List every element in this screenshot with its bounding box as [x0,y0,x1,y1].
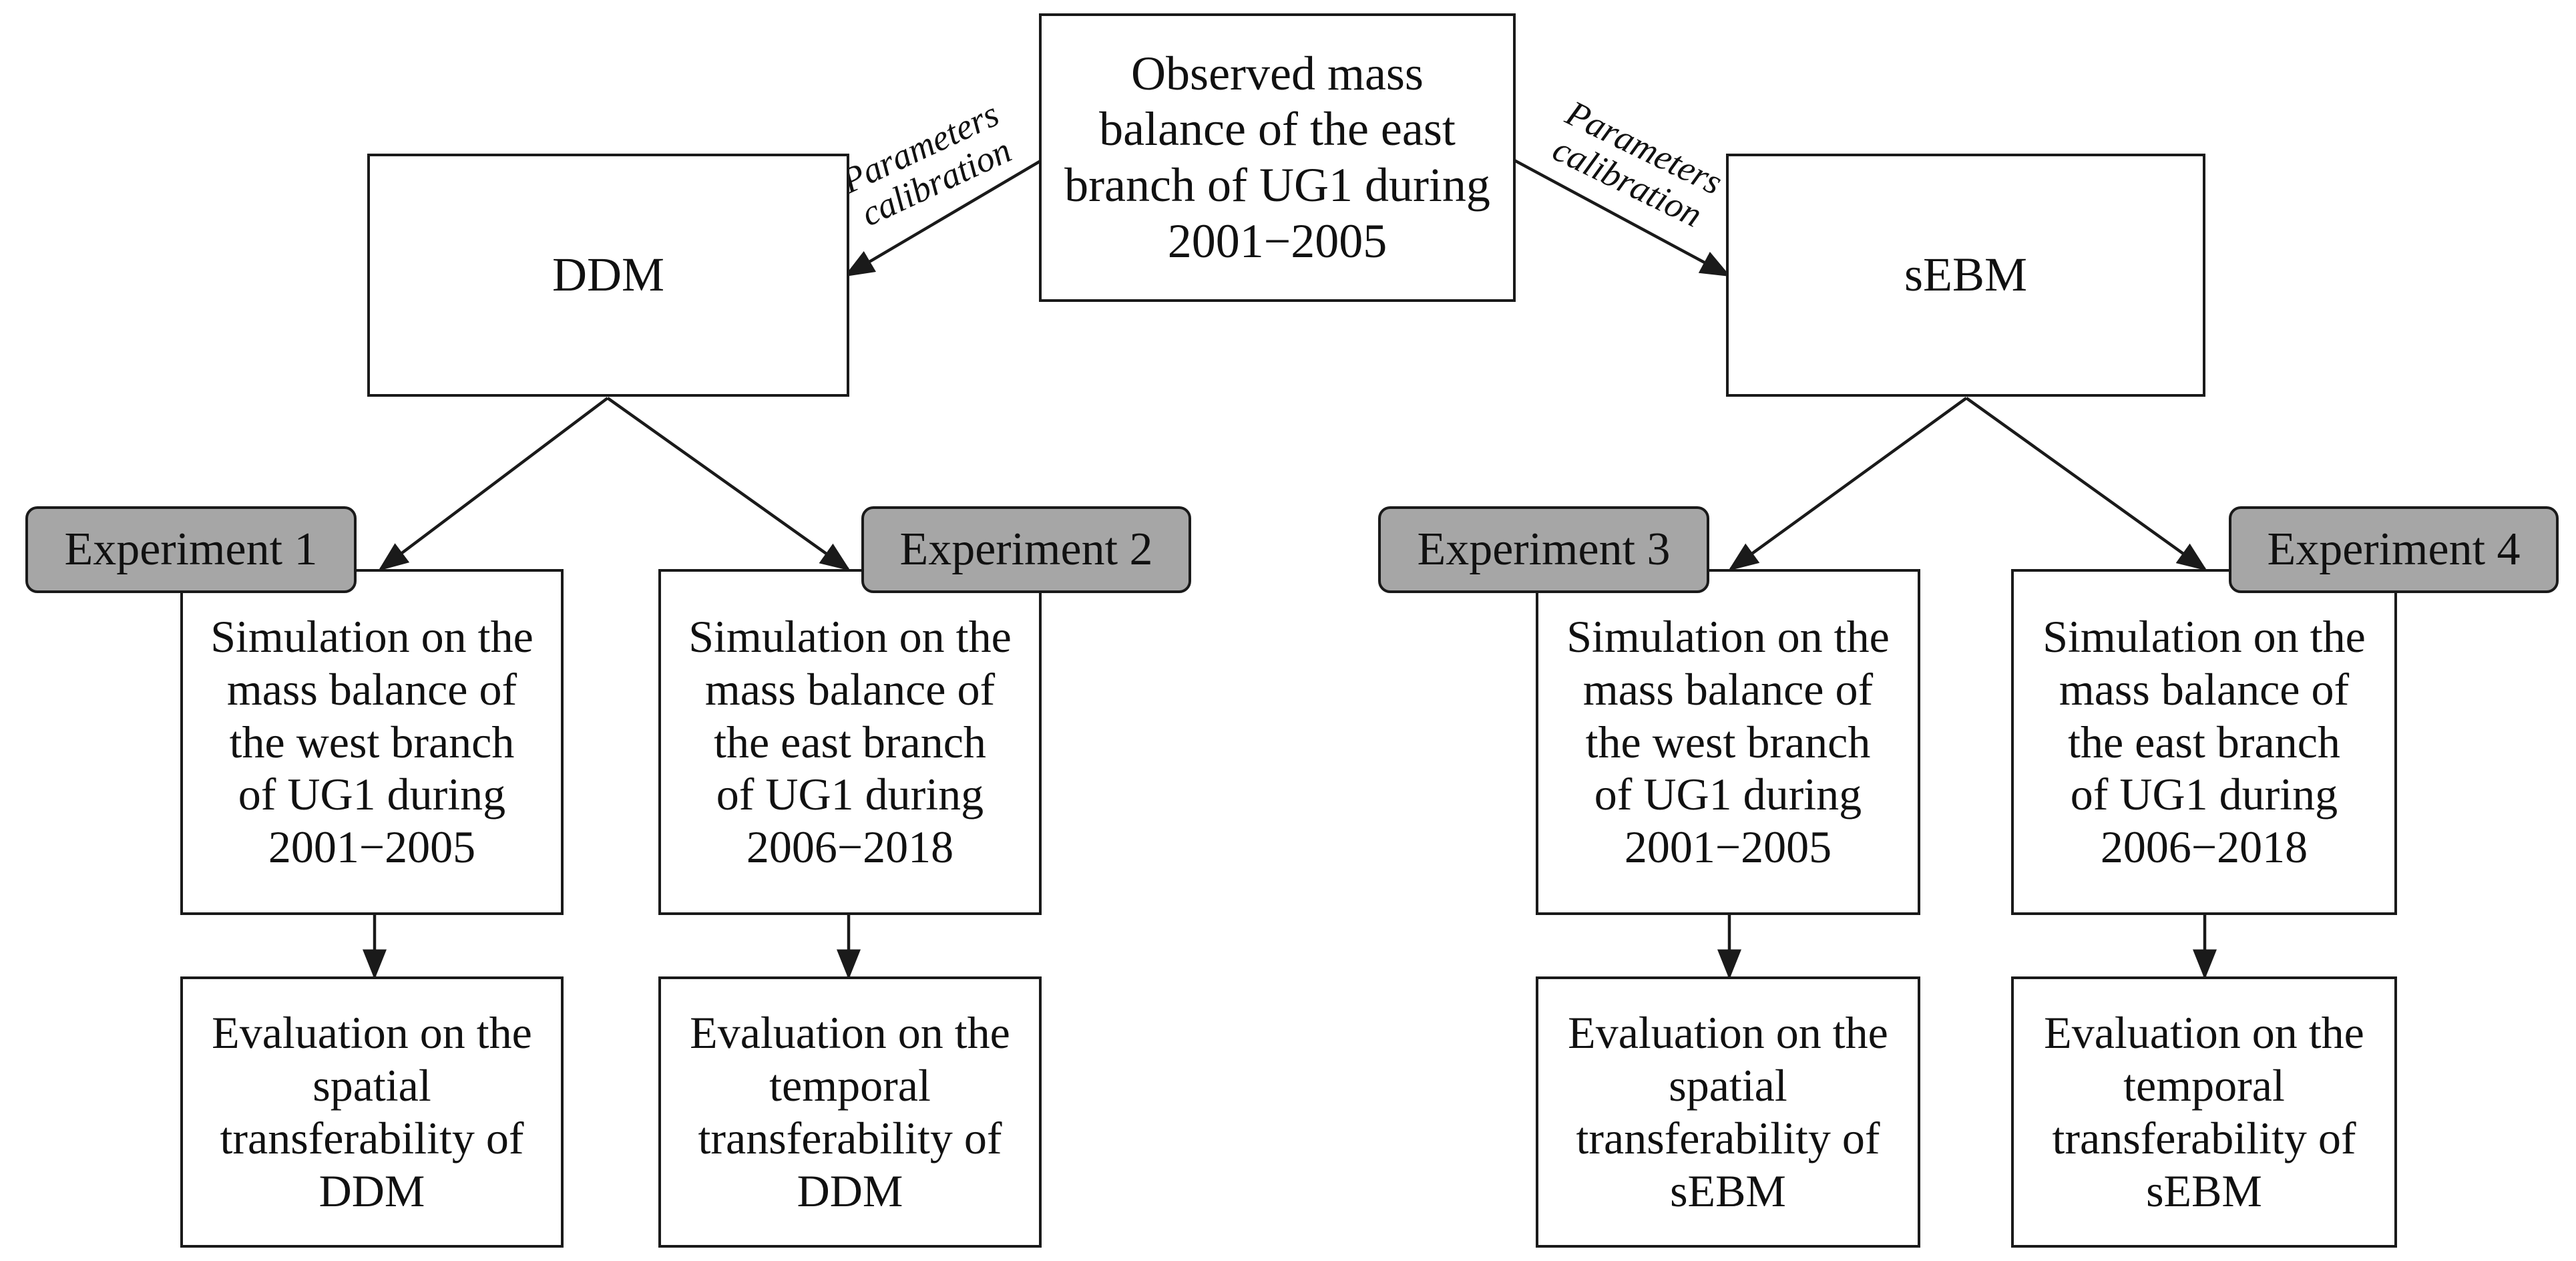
evaluation-box-exp2: Evaluation on the temporal transferabili… [658,976,1042,1248]
evaluation-text-exp1: Evaluation on the spatial transferabilit… [212,1007,532,1216]
evaluation-text-exp4: Evaluation on the temporal transferabili… [2044,1007,2364,1216]
evaluation-text-exp3: Evaluation on the spatial transferabilit… [1568,1007,1888,1216]
simulation-box-exp3: Simulation on the mass balance of the we… [1536,569,1920,915]
evaluation-box-exp3: Evaluation on the spatial transferabilit… [1536,976,1920,1248]
simulation-text-exp2: Simulation on the mass balance of the ea… [688,610,1012,873]
arrow-ddm-to-exp1 [378,397,609,571]
evaluation-box-exp4: Evaluation on the temporal transferabili… [2011,976,2397,1248]
arrow-ddm-to-exp2 [606,397,851,571]
arrow-sebm-to-exp4 [1965,397,2207,571]
simulation-box-exp4: Simulation on the mass balance of the ea… [2011,569,2397,915]
calibration-arrow-sebm [1513,159,1731,277]
simulation-text-exp4: Simulation on the mass balance of the ea… [2043,610,2366,873]
evaluation-text-exp2: Evaluation on the temporal transferabili… [690,1007,1010,1216]
calibration-arrow-ddm [844,159,1043,277]
arrow-sebm-to-exp3 [1728,397,1968,571]
experiment-2-label: Experiment 2 [861,506,1191,593]
experiment-3-label: Experiment 3 [1378,506,1709,593]
sebm-model-label: sEBM [1904,248,2028,302]
simulation-text-exp1: Simulation on the mass balance of the we… [210,610,533,873]
simulation-box-exp1: Simulation on the mass balance of the we… [180,569,564,915]
experiment-1-label: Experiment 1 [25,506,357,593]
observed-mass-balance-text: Observed mass balance of the east branch… [1064,46,1490,268]
simulation-box-exp2: Simulation on the mass balance of the ea… [658,569,1042,915]
ddm-model-box: DDM [367,154,849,397]
observed-mass-balance-box: Observed mass balance of the east branch… [1039,13,1516,302]
sebm-model-box: sEBM [1726,154,2205,397]
evaluation-box-exp1: Evaluation on the spatial transferabilit… [180,976,564,1248]
simulation-text-exp3: Simulation on the mass balance of the we… [1566,610,1890,873]
experiment-4-label: Experiment 4 [2229,506,2559,593]
ddm-model-label: DDM [552,248,664,302]
